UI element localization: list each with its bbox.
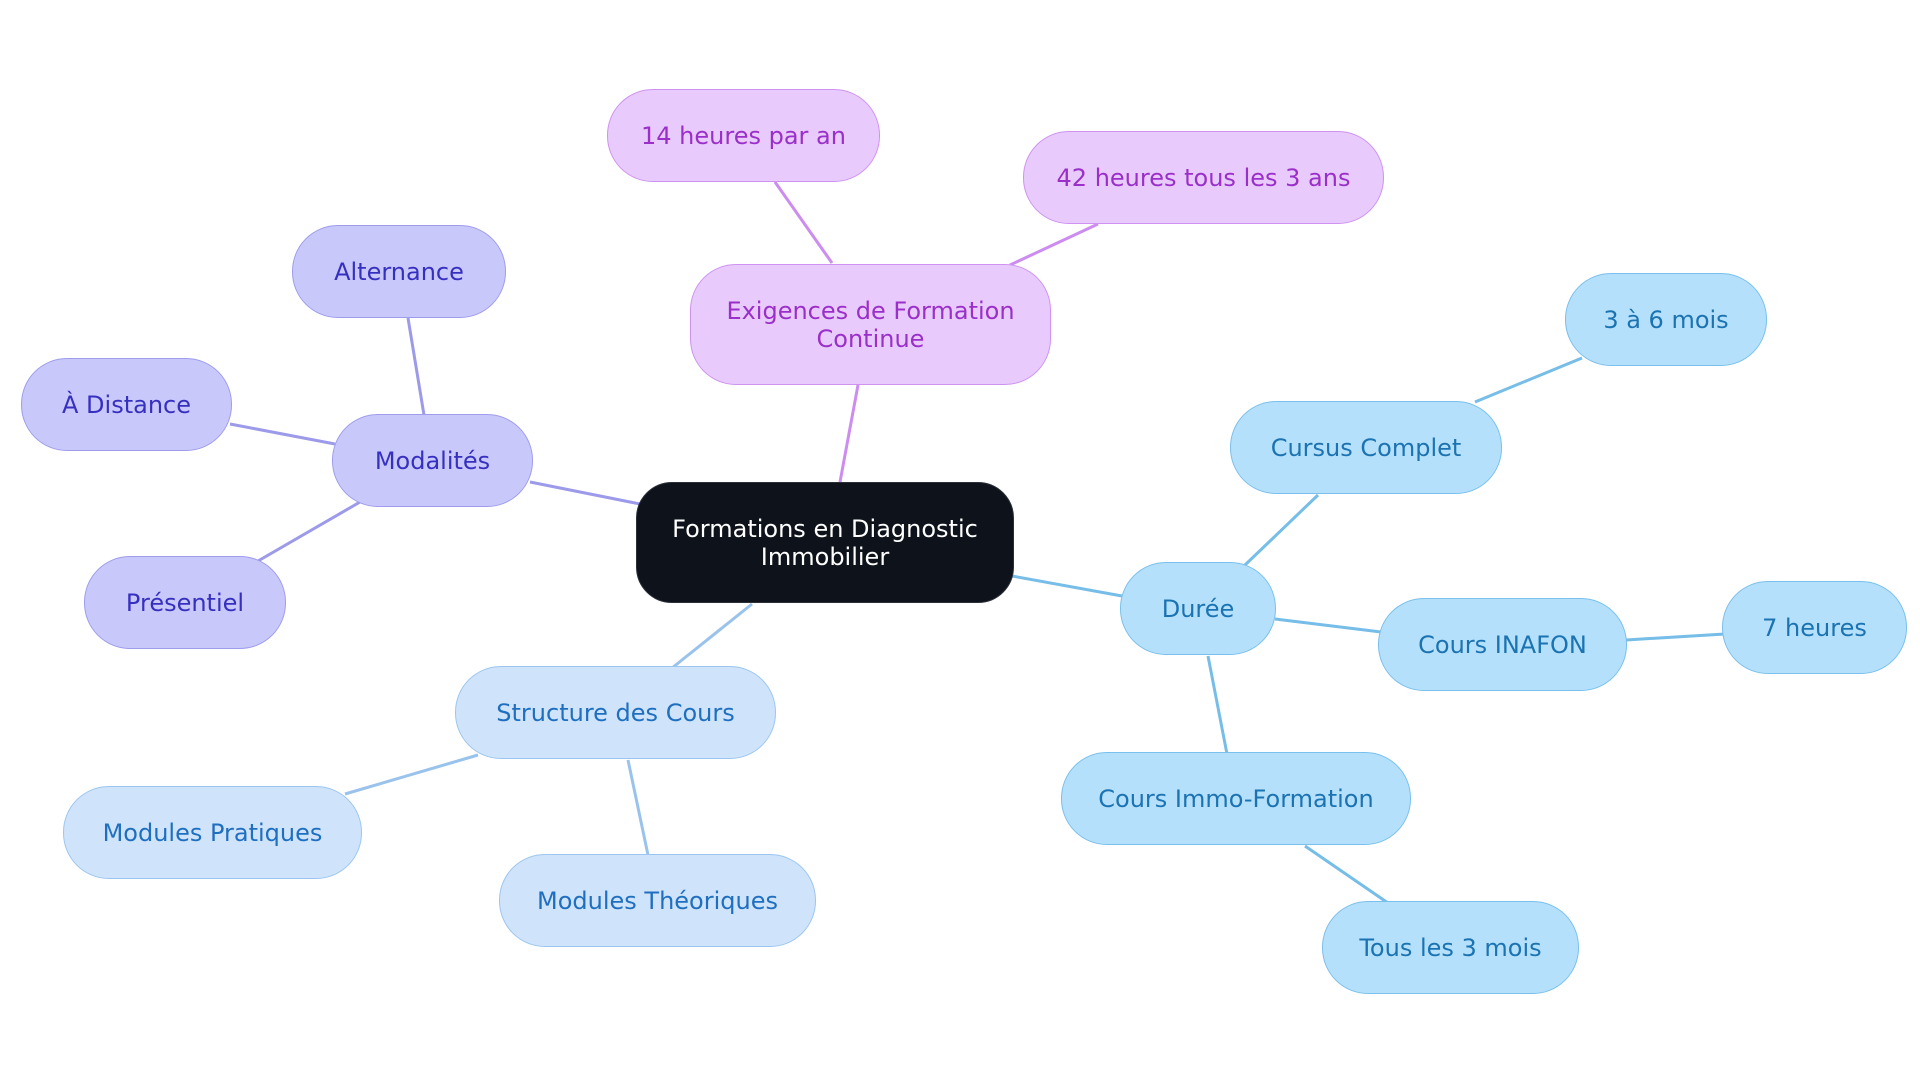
node-presentiel[interactable]: Présentiel <box>84 556 286 649</box>
node-cours-immo-formation[interactable]: Cours Immo-Formation <box>1061 752 1411 845</box>
node-3-a-6-mois[interactable]: 3 à 6 mois <box>1565 273 1767 366</box>
link-root-exigences <box>838 384 860 483</box>
link-structure-theoriques <box>626 759 650 856</box>
root-label-line1: Formations en Diagnostic <box>672 514 978 543</box>
root-node[interactable]: Formations en Diagnostic Immobilier <box>636 482 1014 603</box>
link-duree-immo <box>1206 655 1229 755</box>
node-modalites[interactable]: Modalités <box>332 414 533 507</box>
link-immo-tous <box>1304 844 1389 905</box>
node-alternance[interactable]: Alternance <box>292 225 506 318</box>
exigences-label-line2: Continue <box>816 324 925 353</box>
link-root-modalites <box>529 480 641 506</box>
link-modalites-distance <box>229 422 336 446</box>
node-cursus-complet[interactable]: Cursus Complet <box>1230 401 1502 494</box>
link-duree-inafon <box>1274 617 1382 634</box>
node-7-heures[interactable]: 7 heures <box>1722 581 1907 674</box>
link-structure-pratiques <box>344 753 479 796</box>
node-tous-les-3-mois[interactable]: Tous les 3 mois <box>1322 901 1579 994</box>
node-14-heures[interactable]: 14 heures par an <box>607 89 880 182</box>
node-duree[interactable]: Durée <box>1120 562 1276 655</box>
link-exigences-42h <box>1009 222 1099 267</box>
link-exigences-14h <box>773 181 834 264</box>
link-modalites-alternance <box>406 317 426 416</box>
link-modalites-presentiel <box>257 500 361 563</box>
exigences-label-line1: Exigences de Formation <box>726 296 1015 325</box>
link-duree-cursus <box>1243 493 1320 567</box>
node-cours-inafon[interactable]: Cours INAFON <box>1378 598 1627 691</box>
node-42-heures[interactable]: 42 heures tous les 3 ans <box>1023 131 1384 224</box>
link-root-structure <box>671 602 753 670</box>
node-exigences[interactable]: Exigences de Formation Continue <box>690 264 1051 385</box>
root-label-line2: Immobilier <box>760 542 890 571</box>
node-structure-des-cours[interactable]: Structure des Cours <box>455 666 776 759</box>
link-inafon-7h <box>1625 632 1726 642</box>
link-cursus-3a6 <box>1474 356 1583 404</box>
node-modules-pratiques[interactable]: Modules Pratiques <box>63 786 362 879</box>
node-a-distance[interactable]: À Distance <box>21 358 232 451</box>
node-modules-theoriques[interactable]: Modules Théoriques <box>499 854 816 947</box>
link-root-duree <box>1011 574 1123 598</box>
